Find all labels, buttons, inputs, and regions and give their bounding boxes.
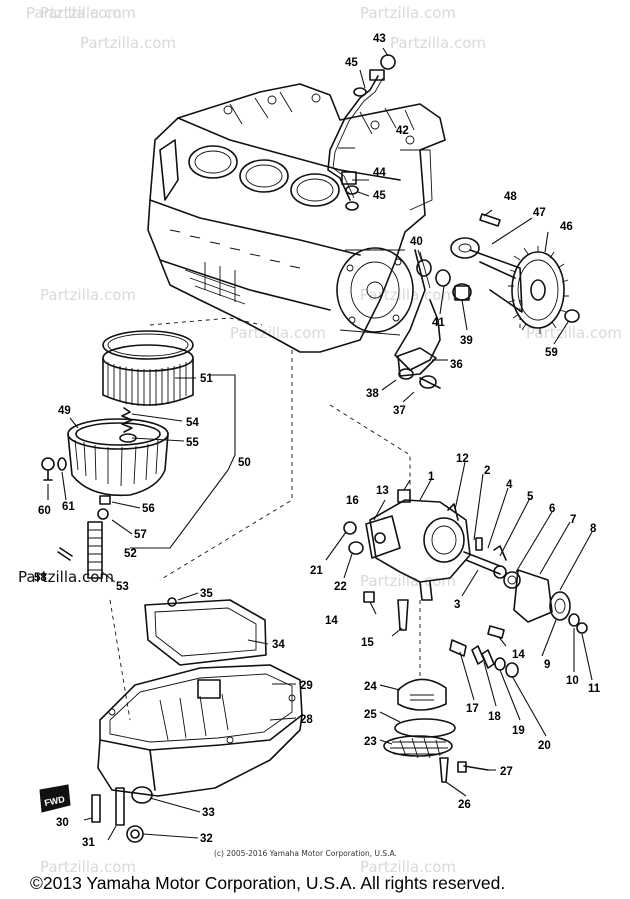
watermark: Partzilla.com (26, 4, 122, 22)
callout-35: 35 (200, 588, 213, 600)
copyright-notice: ©2013 Yamaha Motor Corporation, U.S.A. A… (30, 873, 506, 893)
callout-37: 37 (393, 405, 406, 417)
callout-60: 60 (38, 505, 51, 517)
callout-48: 48 (504, 191, 517, 203)
callout-21: 21 (310, 565, 323, 577)
partzilla-logo: Partzilla.com (18, 568, 114, 586)
callout-6: 6 (549, 503, 555, 515)
fwd-label: FWD (44, 794, 67, 808)
callout-43: 43 (373, 33, 386, 45)
watermark: Partzilla.com (40, 4, 136, 22)
oil-filter-assembly (41, 330, 194, 579)
oil-delivery-pipe (327, 54, 396, 211)
callout-31: 31 (82, 837, 95, 849)
callout-55: 55 (186, 437, 199, 449)
callout-10: 10 (566, 675, 579, 687)
watermark: Partzilla.com (80, 34, 176, 52)
callout-41: 41 (432, 317, 445, 329)
watermark: Partzilla.com (40, 286, 136, 304)
callout-36: 36 (450, 359, 463, 371)
watermark: Partzilla.com (40, 858, 136, 876)
callout-45: 45 (373, 190, 386, 202)
callout-40: 40 (410, 236, 423, 248)
watermark: Partzilla.com (230, 324, 326, 342)
callout-54: 54 (186, 417, 199, 429)
watermark: Partzilla.com (390, 34, 486, 52)
oil-pump-assembly (343, 489, 588, 783)
callout-57: 57 (134, 529, 147, 541)
watermark: Partzilla.com (360, 4, 456, 22)
callout-53: 53 (116, 581, 129, 593)
callout-42: 42 (396, 125, 409, 137)
callout-2: 2 (484, 465, 490, 477)
callout-19: 19 (512, 725, 525, 737)
callout-61: 61 (62, 501, 75, 513)
fwd-arrow-icon (39, 784, 71, 813)
callout-50: 50 (238, 457, 251, 469)
callout-51: 51 (200, 373, 213, 385)
callout-8: 8 (590, 523, 597, 535)
callout-38: 38 (366, 388, 379, 400)
crankcase-engine-block (147, 83, 446, 353)
callout-25: 25 (364, 709, 377, 721)
callout-39: 39 (460, 335, 473, 347)
callout-15: 15 (361, 637, 374, 649)
callout-12: 12 (456, 453, 469, 465)
callout-16: 16 (346, 495, 359, 507)
callout-17: 17 (466, 703, 479, 715)
callout-56: 56 (142, 503, 155, 515)
callout-7: 7 (570, 514, 576, 526)
callout-20: 20 (538, 740, 551, 752)
callout-47: 47 (533, 207, 546, 219)
oil-pan (39, 597, 303, 843)
callout-26: 26 (458, 799, 471, 811)
callout-13: 13 (376, 485, 389, 497)
callout-9: 9 (544, 659, 550, 671)
callout-22: 22 (334, 581, 347, 593)
callout-33: 33 (202, 807, 215, 819)
callout-14: 14 (325, 615, 338, 627)
callout-34: 34 (272, 639, 285, 651)
callout-52: 52 (124, 548, 137, 560)
callout-27: 27 (500, 766, 513, 778)
watermark: Partzilla.com (360, 858, 456, 876)
callout-labels: 43 45 42 44 45 48 47 46 40 41 39 59 36 3… (34, 33, 601, 849)
watermark: Partzilla.com (526, 324, 622, 342)
callout-44: 44 (373, 167, 386, 179)
copyright-small: (c) 2005-2016 Yamaha Motor Corporation, … (214, 849, 397, 858)
callout-28: 28 (300, 714, 313, 726)
watermark: Partzilla.com (360, 572, 456, 590)
callout-1: 1 (428, 471, 435, 483)
callout-46: 46 (560, 221, 573, 233)
callout-32: 32 (200, 833, 213, 845)
callout-18: 18 (488, 711, 501, 723)
callout-24: 24 (364, 681, 377, 693)
callout-45: 45 (345, 57, 358, 69)
callout-14: 14 (512, 649, 525, 661)
oil-pump-drive-gear (450, 213, 580, 334)
callout-30: 30 (56, 817, 69, 829)
callout-4: 4 (506, 479, 513, 491)
callout-29: 29 (300, 680, 313, 692)
callout-3: 3 (454, 599, 460, 611)
callout-5: 5 (527, 491, 534, 503)
callout-58: 58 (34, 572, 47, 584)
callout-49: 49 (58, 405, 71, 417)
callout-23: 23 (364, 736, 377, 748)
callout-11: 11 (588, 683, 601, 695)
callout-59: 59 (545, 347, 558, 359)
pump-bracket (394, 249, 472, 389)
